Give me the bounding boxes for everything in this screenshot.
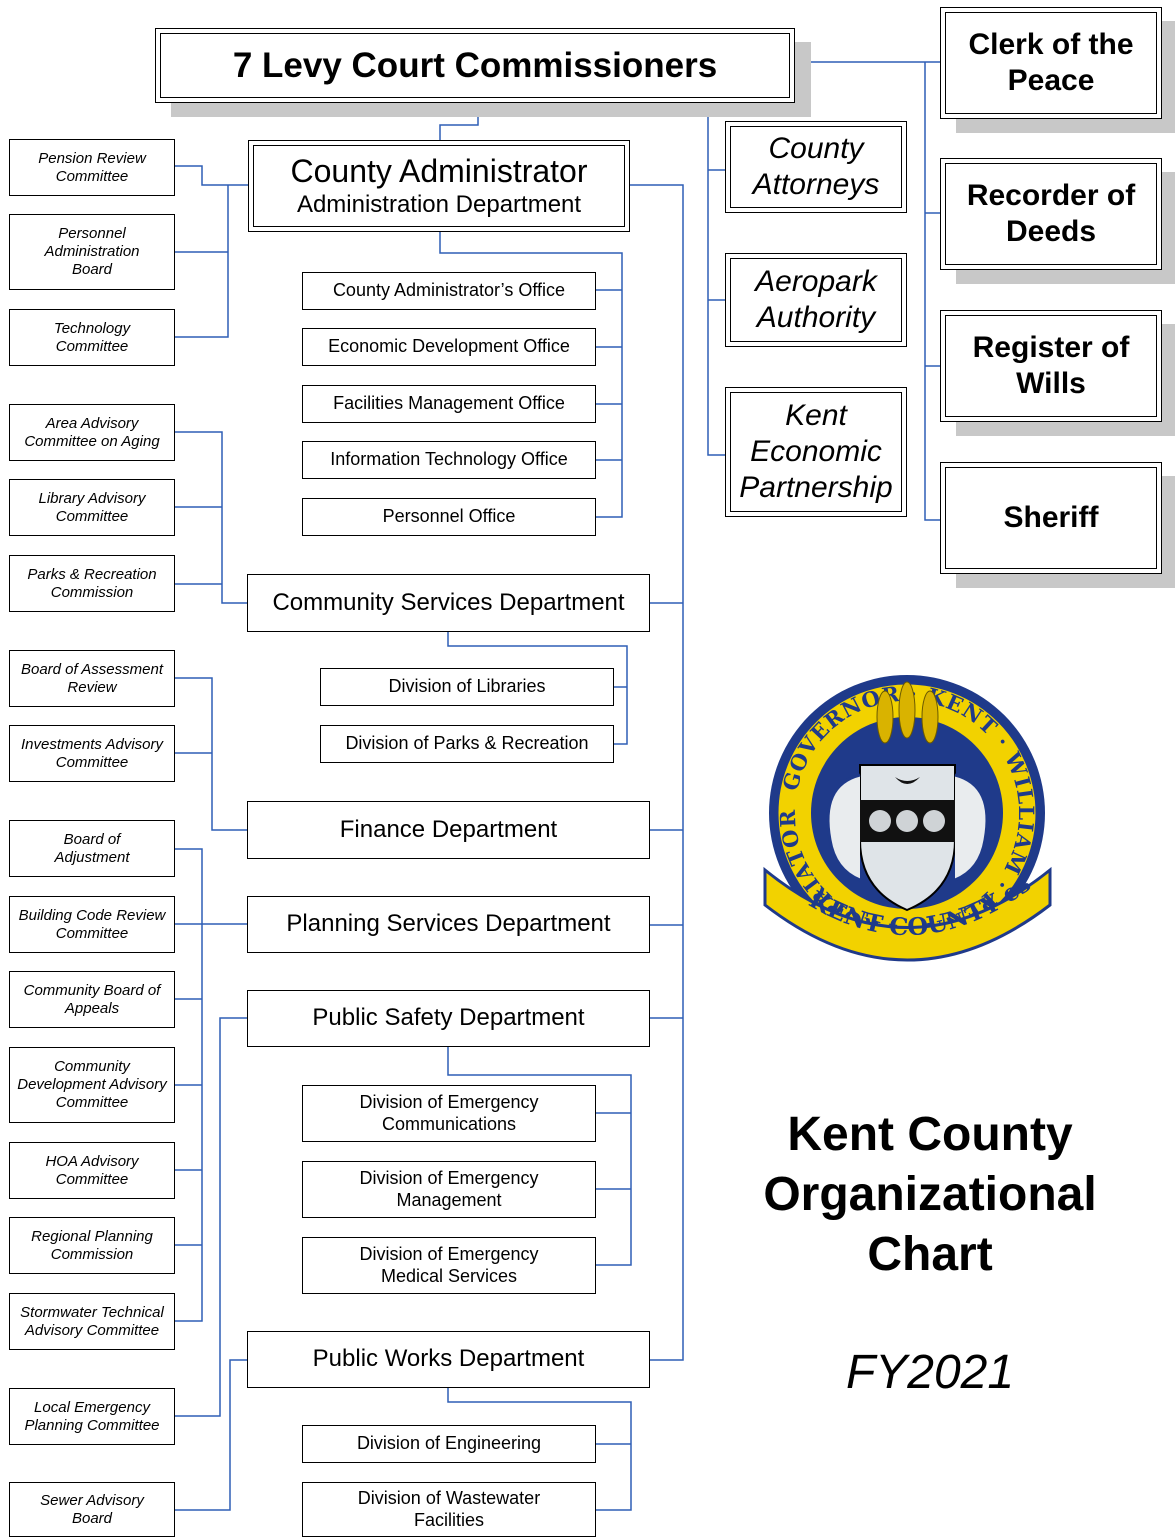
committee-box: Investments Advisory Committee <box>9 725 175 782</box>
recorder-of-deeds-label: Recorder of Deeds <box>966 179 1136 248</box>
public-safety-department-box: Public Safety Department <box>247 990 650 1047</box>
committee-box: Board of Adjustment <box>9 820 175 877</box>
county-administrators-office-label: County Administrator’s Office <box>332 280 566 301</box>
committee-box: Regional Planning Commission <box>9 1217 175 1274</box>
information-technology-office-label: Information Technology Office <box>330 449 568 470</box>
parks-recreation-commission-label: Parks & Recreation Commission <box>27 565 157 601</box>
finance-department-label: Finance Department <box>339 815 558 843</box>
division-of-emergency-medical-services-label: Division of Emergency Medical Services <box>359 1243 539 1286</box>
committee-box: HOA Advisory Committee <box>9 1142 175 1199</box>
committee-box: Community Development Advisory Committee <box>9 1047 175 1123</box>
committee-box: Board of Assessment Review <box>9 650 175 707</box>
office-box: Economic Development Office <box>302 328 596 366</box>
aeropark-authority-label: Aeropark Authority <box>755 265 877 334</box>
committee-box: Library Advisory Committee <box>9 479 175 536</box>
register-of-wills-box: Register of Wills <box>940 310 1162 422</box>
committee-box: Sewer Advisory Board <box>9 1482 175 1537</box>
division-box: Division of Emergency Medical Services <box>302 1237 596 1294</box>
register-of-wills-label: Register of Wills <box>972 331 1130 400</box>
levy-court-commissioners-box: 7 Levy Court Commissioners <box>155 28 795 103</box>
committee-box: Local Emergency Planning Committee <box>9 1388 175 1445</box>
division-box: Division of Emergency Management <box>302 1161 596 1218</box>
sheriff-label: Sheriff <box>1003 501 1099 534</box>
public-works-department-label: Public Works Department <box>312 1345 585 1373</box>
personnel-administration-board-label: Personnel Administration Board <box>44 225 140 278</box>
kent-economic-partnership-label: Kent Economic Partnership <box>739 399 893 504</box>
committee-box: Personnel Administration Board <box>9 214 175 290</box>
division-of-parks-recreation-label: Division of Parks & Recreation <box>345 733 589 754</box>
division-box: Division of Parks & Recreation <box>320 725 614 763</box>
planning-services-department-label: Planning Services Department <box>286 910 611 938</box>
division-box: Division of Emergency Communications <box>302 1085 596 1142</box>
library-advisory-committee-label: Library Advisory Committee <box>38 489 146 525</box>
county-administrator-box: County Administrator Administration Depa… <box>248 140 630 232</box>
area-advisory-committee-on-aging-label: Area Advisory Committee on Aging <box>24 414 160 450</box>
regional-planning-commission-label: Regional Planning Commission <box>31 1227 153 1263</box>
public-works-department-box: Public Works Department <box>247 1331 650 1388</box>
division-box: Division of Wastewater Facilities <box>302 1482 596 1537</box>
committee-box: Stormwater Technical Advisory Committee <box>9 1293 175 1350</box>
committee-box: Technology Committee <box>9 309 175 366</box>
division-of-emergency-management-label: Division of Emergency Management <box>359 1167 539 1210</box>
kent-economic-partnership-box: Kent Economic Partnership <box>725 387 907 517</box>
aeropark-authority-box: Aeropark Authority <box>725 253 907 347</box>
hoa-advisory-committee-label: HOA Advisory Committee <box>45 1152 139 1188</box>
county-attorneys-box: County Attorneys <box>725 121 907 213</box>
board-of-adjustment-label: Board of Adjustment <box>54 830 130 866</box>
committee-box: Building Code Review Committee <box>9 896 175 953</box>
recorder-of-deeds-box: Recorder of Deeds <box>940 158 1162 270</box>
local-emergency-planning-committee-label: Local Emergency Planning Committee <box>24 1398 160 1434</box>
technology-committee-label: Technology Committee <box>53 319 131 355</box>
planning-services-department-box: Planning Services Department <box>247 896 650 953</box>
division-of-libraries-label: Division of Libraries <box>388 676 546 697</box>
facilities-management-office-label: Facilities Management Office <box>333 393 565 414</box>
chart-title: Kent County Organizational Chart <box>763 1108 1097 1281</box>
committee-box: Area Advisory Committee on Aging <box>9 404 175 461</box>
sewer-advisory-board-label: Sewer Advisory Board <box>40 1491 144 1527</box>
personnel-office-label: Personnel Office <box>382 506 516 527</box>
clerk-of-the-peace-box: Clerk of the Peace <box>940 7 1162 119</box>
division-of-wastewater-facilities-label: Division of Wastewater Facilities <box>357 1487 541 1530</box>
division-box: Division of Libraries <box>320 668 614 706</box>
clerk-of-the-peace-label: Clerk of the Peace <box>968 28 1134 97</box>
community-services-department-box: Community Services Department <box>247 574 650 632</box>
public-safety-department-label: Public Safety Department <box>312 1004 585 1032</box>
levy-court-commissioners-label: 7 Levy Court Commissioners <box>232 45 718 85</box>
county-attorneys-label: County Attorneys <box>752 132 880 201</box>
stormwater-technical-advisory-committee-label: Stormwater Technical Advisory Committee <box>20 1303 164 1339</box>
administration-department-label: Administration Department <box>296 190 582 218</box>
economic-development-office-label: Economic Development Office <box>328 336 570 357</box>
community-services-department-label: Community Services Department <box>272 588 625 616</box>
community-board-of-appeals-label: Community Board of Appeals <box>23 981 161 1017</box>
fiscal-year-label: FY2021 <box>845 1346 1015 1399</box>
committee-box: Pension Review Committee <box>9 139 175 196</box>
finance-department-box: Finance Department <box>247 801 650 859</box>
office-box: Facilities Management Office <box>302 385 596 423</box>
committee-box: Community Board of Appeals <box>9 971 175 1028</box>
community-development-advisory-committee-label: Community Development Advisory Committee <box>17 1058 167 1111</box>
division-of-engineering-label: Division of Engineering <box>356 1433 542 1454</box>
sheriff-box: Sheriff <box>940 462 1162 574</box>
board-of-assessment-review-label: Board of Assessment Review <box>20 660 163 696</box>
office-box: County Administrator’s Office <box>302 272 596 310</box>
division-box: Division of Engineering <box>302 1425 596 1463</box>
kent-county-seal-logo: GOVERNOR · KENT · WILLIAM · PENN · PROPR… <box>760 655 1052 962</box>
building-code-review-committee-label: Building Code Review Committee <box>18 906 166 942</box>
committee-box: Parks & Recreation Commission <box>9 555 175 612</box>
office-box: Personnel Office <box>302 498 596 536</box>
division-of-emergency-communications-label: Division of Emergency Communications <box>359 1091 539 1134</box>
office-box: Information Technology Office <box>302 441 596 479</box>
investments-advisory-committee-label: Investments Advisory Committee <box>21 735 163 771</box>
pension-review-committee-label: Pension Review Committee <box>38 149 146 185</box>
county-administrator-label: County Administrator <box>290 153 588 190</box>
